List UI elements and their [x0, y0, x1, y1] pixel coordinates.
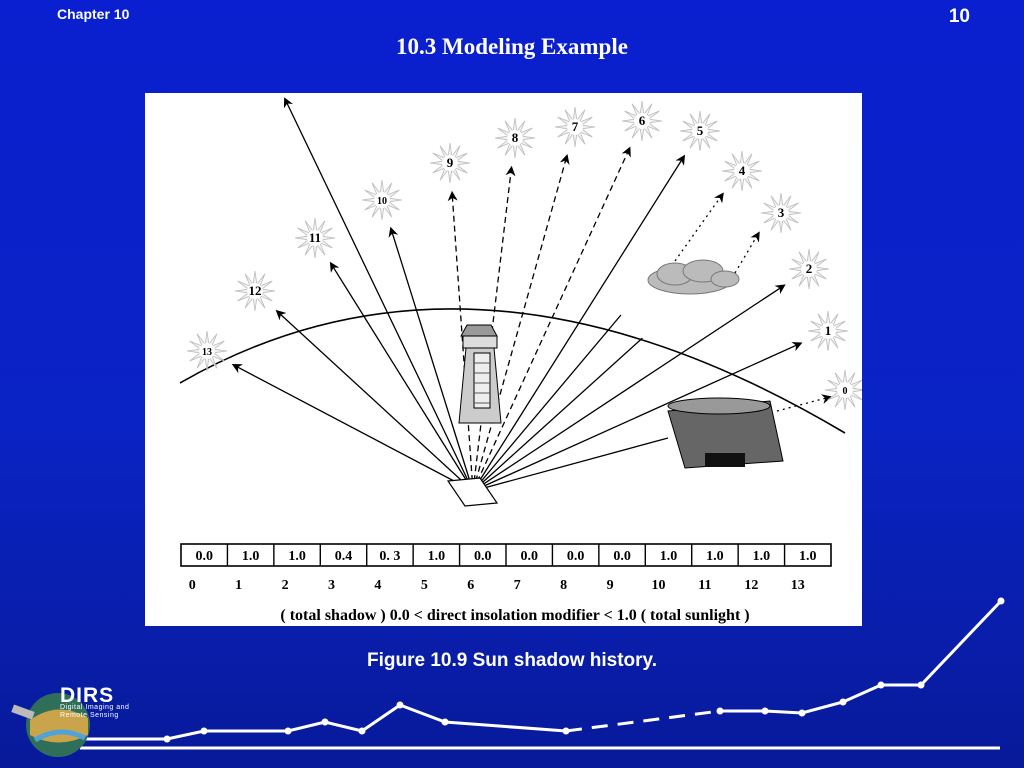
sun-label-0: 0	[843, 386, 848, 397]
sun-label-2: 2	[806, 261, 813, 276]
index-label-6: 6	[467, 578, 474, 593]
sun-ray-3	[734, 231, 760, 274]
sun-ray-5	[472, 154, 686, 492]
building-icon	[667, 397, 784, 469]
modifier-value-1: 1.0	[242, 549, 260, 564]
modifier-value-6: 0.0	[474, 549, 492, 564]
figure-caption: Figure 10.9 Sun shadow history.	[367, 650, 657, 671]
sun-icon-6: 6	[621, 100, 663, 142]
modifier-value-9: 0.0	[613, 549, 631, 564]
sun-label-13: 13	[202, 347, 212, 358]
sun-label-5: 5	[697, 123, 704, 138]
range-text: ( total shadow ) 0.0 < direct insolation…	[280, 607, 749, 624]
sun-icon-8: 8	[494, 117, 536, 159]
modifier-table: 0.001.011.020.430. 341.050.060.070.080.0…	[180, 543, 832, 593]
sun-ray-4	[674, 192, 724, 262]
sun-icon-11: 11	[294, 217, 336, 259]
sun-icon-1: 1	[807, 310, 849, 352]
chapter-label: Chapter 10	[57, 6, 130, 22]
sun-rays	[231, 97, 832, 492]
dirs-logo-icon	[11, 693, 90, 757]
sun-ray-3-base	[472, 337, 643, 492]
modifier-value-4: 0. 3	[379, 549, 400, 564]
sun-ray-10	[388, 226, 474, 492]
sun-label-4: 4	[739, 163, 746, 178]
sun-icon-0: 0	[824, 369, 862, 411]
sun-ray-7	[472, 153, 570, 492]
index-label-8: 8	[560, 578, 567, 593]
modifier-value-10: 1.0	[660, 549, 678, 564]
sun-icon-4: 4	[721, 150, 763, 192]
sun-icon-3: 3	[760, 192, 802, 234]
index-label-12: 12	[744, 578, 758, 593]
sun-ray-0-base	[472, 437, 669, 492]
sun-ray-4-base	[472, 314, 622, 492]
index-label-13: 13	[791, 578, 805, 593]
modifier-value-8: 0.0	[567, 549, 585, 564]
sun-icon-9: 9	[429, 142, 471, 184]
index-label-4: 4	[374, 578, 381, 593]
sun-label-6: 6	[639, 113, 646, 128]
deco-line-left	[80, 703, 567, 741]
index-label-1: 1	[235, 578, 242, 593]
sun-label-12: 12	[249, 283, 262, 298]
index-label-10: 10	[652, 578, 666, 593]
modifier-value-11: 1.0	[706, 549, 724, 564]
modifier-value-0: 0.0	[195, 549, 213, 564]
tower-icon	[458, 324, 502, 424]
sun-ray-13	[231, 364, 474, 492]
cloud-icon	[647, 259, 740, 295]
index-label-11: 11	[698, 578, 711, 593]
logo-title: DIRS	[60, 684, 115, 707]
sun-ray-2	[472, 284, 786, 492]
sun-icon-13: 13	[186, 330, 228, 372]
ray-top	[283, 97, 474, 492]
sun-ray-12	[275, 309, 474, 492]
logo-subtitle-2: Remote Sensing	[60, 712, 119, 719]
slide-title: 10.3 Modeling Example	[396, 34, 628, 59]
modifier-value-12: 1.0	[753, 549, 771, 564]
deco-line-dashed	[565, 709, 721, 733]
sun-label-1: 1	[825, 323, 832, 338]
sun-label-8: 8	[512, 130, 519, 145]
modifier-value-3: 0.4	[335, 549, 353, 564]
sun-icon-12: 12	[234, 270, 276, 312]
sun-label-7: 7	[572, 119, 579, 134]
index-label-5: 5	[421, 578, 428, 593]
page-number: 10	[948, 6, 970, 27]
target-plate	[446, 477, 499, 507]
sun-label-11: 11	[309, 230, 321, 245]
sun-icon-5: 5	[679, 110, 721, 152]
sun-icon-7: 7	[554, 106, 596, 148]
sun-icon-2: 2	[788, 248, 830, 290]
index-label-2: 2	[282, 578, 289, 593]
sun-label-9: 9	[447, 155, 454, 170]
sun-label-10: 10	[377, 196, 387, 207]
logo-subtitle-1: Digital Imaging and	[60, 704, 130, 711]
index-label-9: 9	[607, 578, 614, 593]
index-label-7: 7	[514, 578, 521, 593]
modifier-value-7: 0.0	[520, 549, 538, 564]
horizon-arc	[179, 308, 846, 434]
sun-ray-11	[329, 261, 474, 492]
modifier-value-2: 1.0	[288, 549, 306, 564]
sun-icon-10: 10	[361, 179, 403, 221]
modifier-value-13: 1.0	[799, 549, 817, 564]
index-label-0: 0	[189, 578, 196, 593]
index-label-3: 3	[328, 578, 335, 593]
sun-ray-6	[472, 146, 631, 492]
sun-label-3: 3	[778, 205, 785, 220]
sun-ray-1	[472, 342, 803, 492]
modifier-value-5: 1.0	[428, 549, 446, 564]
